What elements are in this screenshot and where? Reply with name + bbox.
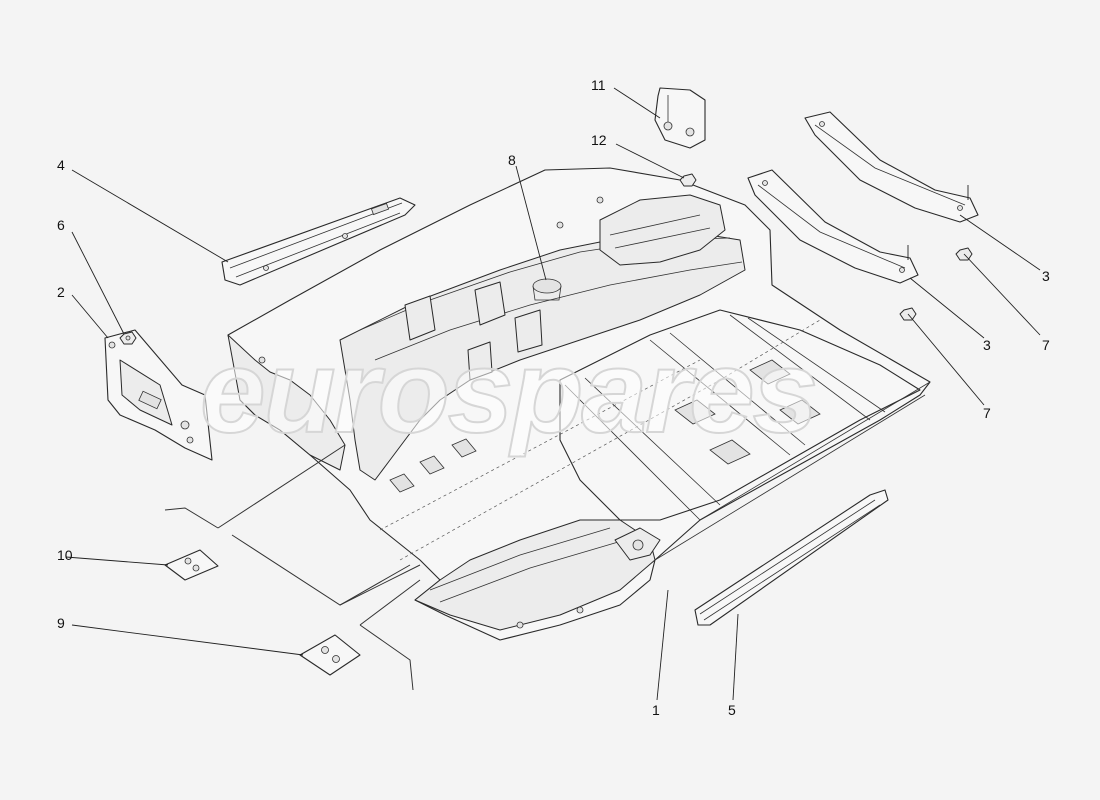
callout-4[interactable]: 4 (57, 157, 65, 173)
nut-part-6[interactable] (119, 331, 137, 345)
callout-6[interactable]: 6 (57, 217, 65, 233)
cross-member-part-3-lower[interactable] (747, 169, 919, 284)
bracket-part-11[interactable] (654, 87, 706, 149)
watermark-text: eurospares (200, 326, 816, 458)
cross-member-part-3-upper[interactable] (804, 111, 979, 223)
floor-pan-part-1[interactable] (227, 167, 931, 641)
callout-8[interactable]: 8 (508, 152, 516, 168)
callout-9[interactable]: 10 (57, 547, 73, 563)
callout-7-upper[interactable]: 7 (1042, 337, 1050, 353)
bracket-part-2[interactable] (104, 329, 213, 461)
front-rail-part-4[interactable] (221, 197, 416, 286)
callout-10[interactable]: 9 (57, 615, 65, 631)
callout-11[interactable]: 11 (591, 77, 606, 93)
callout-3-upper[interactable]: 3 (1042, 268, 1050, 284)
callout-1[interactable]: 1 (652, 702, 660, 718)
callout-2[interactable]: 2 (57, 284, 65, 300)
patch-part-10[interactable] (299, 634, 361, 676)
callout-5[interactable]: 5 (728, 702, 736, 718)
section-lines (164, 444, 421, 691)
callout-3-lower[interactable]: 3 (983, 337, 991, 353)
callout-12[interactable]: 12 (591, 132, 607, 148)
patch-part-9[interactable] (164, 549, 219, 581)
callout-labels: 4 6 2 8 11 12 3 7 3 7 10 9 1 5 (57, 77, 1050, 718)
callout-7-lower[interactable]: 7 (983, 405, 991, 421)
leader-lines (65, 87, 1041, 701)
nut-part-12[interactable] (679, 173, 697, 187)
side-sill-part-5[interactable] (694, 489, 889, 626)
